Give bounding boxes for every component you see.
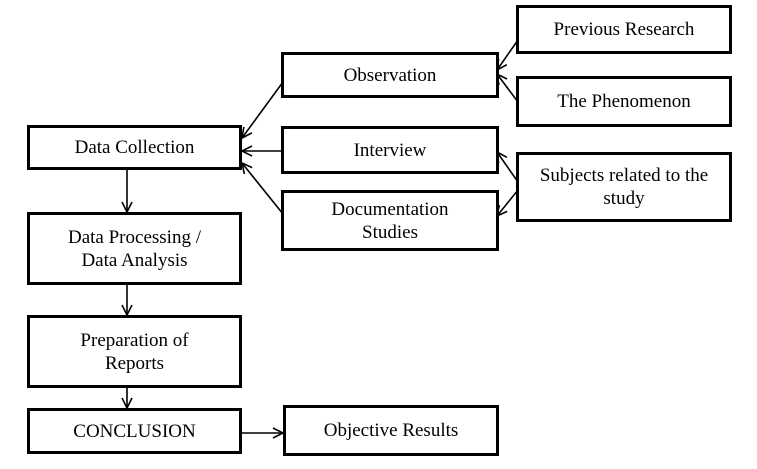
node-subjects-related: Subjects related to the study: [516, 152, 732, 222]
node-data-collection: Data Collection: [27, 125, 242, 170]
arrow-phenomenon-to-observation: [497, 74, 519, 103]
arrow-subjects-to-documentation: [497, 189, 519, 216]
node-data-processing: Data Processing / Data Analysis: [27, 212, 242, 285]
node-objective-results-label: Objective Results: [323, 420, 459, 441]
node-subjects-related-label: Subjects related to the study: [539, 165, 709, 209]
node-conclusion-label: CONCLUSION: [73, 420, 196, 442]
node-previous-research-label: Previous Research: [553, 19, 695, 40]
node-documentation-studies: Documentation Studies: [281, 190, 499, 251]
node-interview: Interview: [281, 126, 499, 174]
node-observation-label: Observation: [343, 64, 437, 86]
node-preparation-of-reports: Preparation of Reports: [27, 315, 242, 388]
node-data-collection-label: Data Collection: [74, 137, 195, 158]
node-documentation-studies-label: Documentation Studies: [331, 198, 449, 243]
arrow-subjects-to-interview: [497, 152, 519, 183]
node-interview-label: Interview: [353, 139, 427, 161]
arrow-previous-research-to-observation: [497, 39, 519, 70]
node-preparation-of-reports-label: Preparation of Reports: [80, 329, 189, 374]
node-conclusion: CONCLUSION: [27, 408, 242, 454]
node-objective-results: Objective Results: [283, 405, 499, 456]
node-observation: Observation: [281, 52, 499, 98]
node-the-phenomenon-label: The Phenomenon: [557, 91, 691, 112]
arrow-observation-to-data-collection: [242, 81, 284, 138]
arrow-documentation-to-data-collection: [242, 163, 284, 215]
node-data-processing-label: Data Processing / Data Analysis: [68, 226, 201, 271]
node-previous-research: Previous Research: [516, 5, 732, 54]
node-the-phenomenon: The Phenomenon: [516, 76, 732, 127]
